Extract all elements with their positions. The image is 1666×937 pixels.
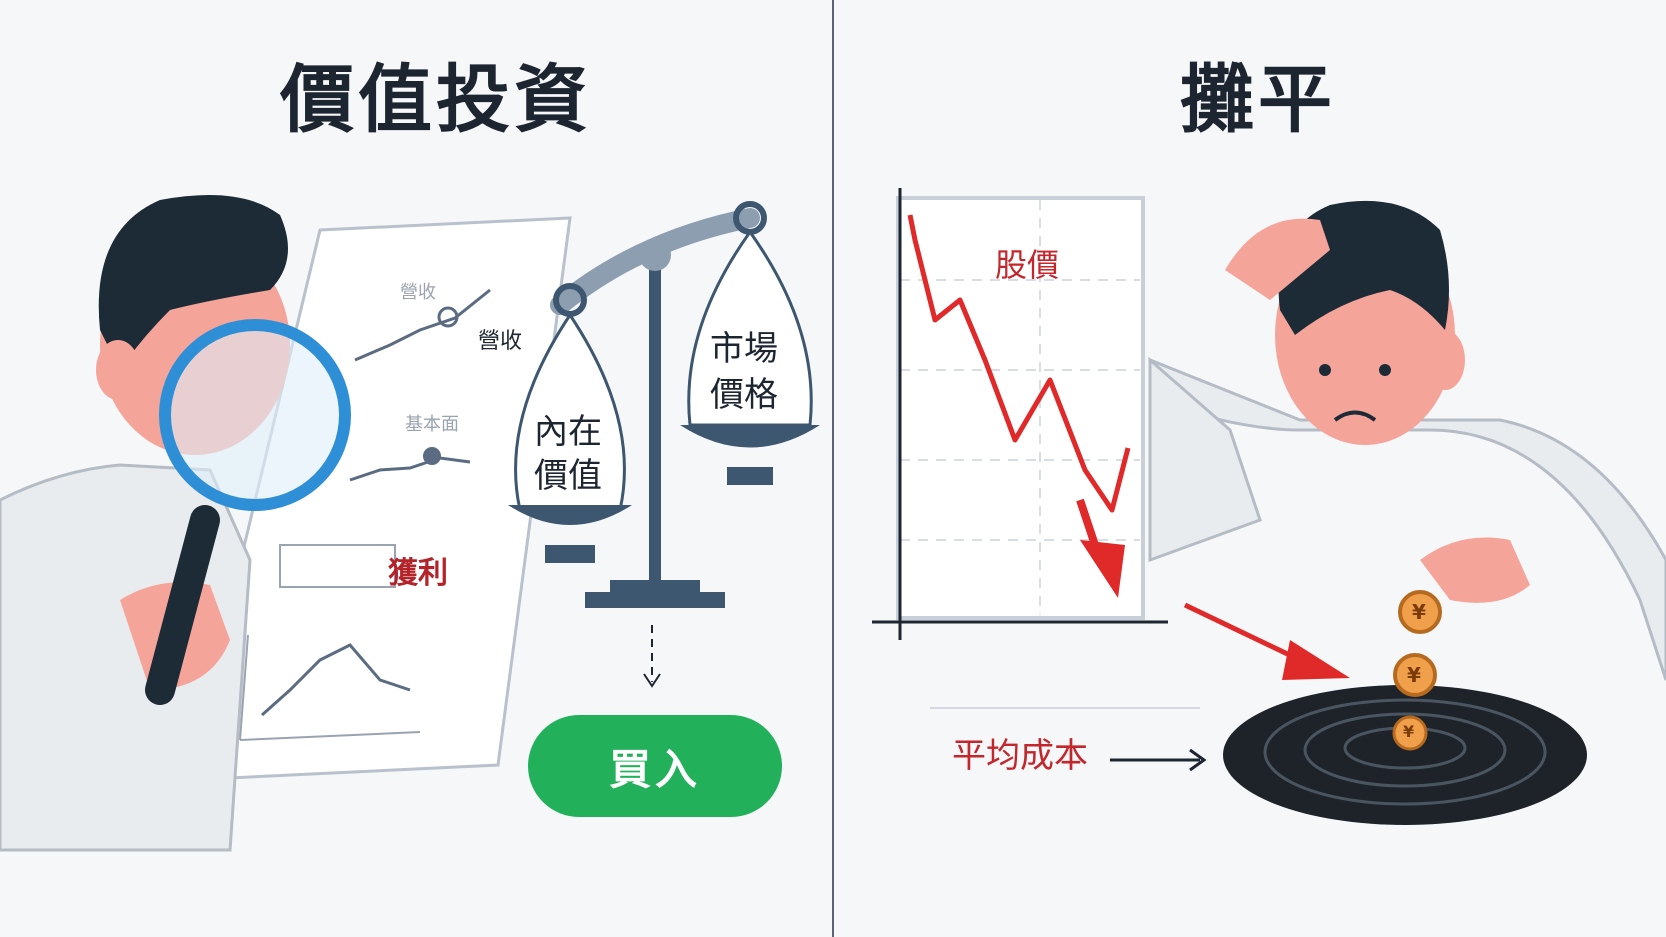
down-arrow-icon [1183, 602, 1350, 680]
coin-symbol-2: ¥ [1407, 663, 1421, 687]
fundamentals-label: 基本面 [405, 414, 459, 435]
worried-investor-figure [1148, 200, 1666, 681]
balance-scale-icon [508, 201, 820, 608]
buy-button[interactable]: 買入 [528, 715, 782, 817]
magnifier-icon [145, 319, 351, 705]
average-cost-spiral [1223, 685, 1587, 825]
value-investing-illustration [0, 195, 820, 852]
revenue-label-faded: 營收 [400, 282, 436, 303]
stock-price-label: 股價 [995, 246, 1060, 284]
revenue-tag: 營收 [474, 323, 527, 355]
average-cost-arrow [1110, 748, 1207, 772]
stock-price-chart [872, 188, 1168, 640]
title-averaging-down: 攤平 [1180, 57, 1336, 143]
intrinsic-value-label: 內在 價值 [534, 412, 602, 496]
title-value-investing: 價值投資 [280, 57, 592, 143]
market-price-label: 市場 價格 [710, 329, 778, 415]
coin-symbol-1: ¥ [1412, 600, 1426, 624]
profit-label: 獲利 [388, 556, 448, 591]
coin-icon [1392, 590, 1442, 751]
buy-arrow [643, 625, 661, 688]
coin-symbol-3: ¥ [1403, 722, 1415, 741]
center-divider [832, 0, 834, 937]
average-cost-label: 平均成本 [952, 736, 1088, 776]
